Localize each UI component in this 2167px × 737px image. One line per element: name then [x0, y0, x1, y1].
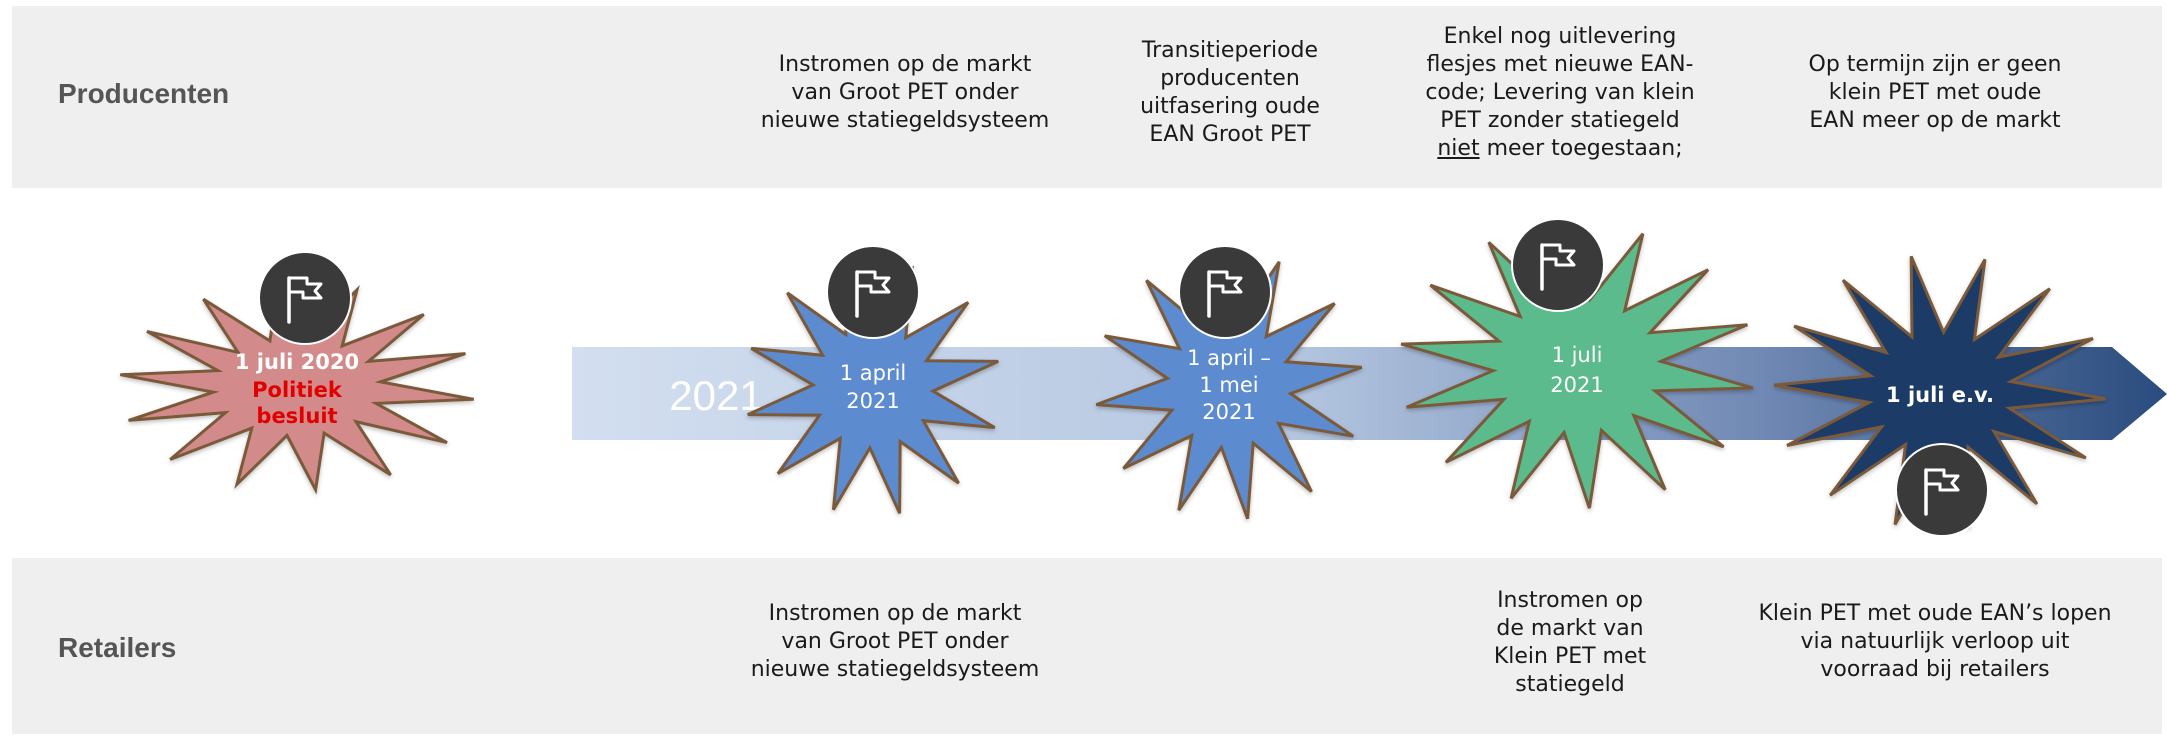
flag-icon [1178, 245, 1272, 339]
milestone-politiek-date: 1 juli 2020 [235, 350, 359, 374]
milestone-juli: 1 juli 2021 [1400, 223, 1754, 509]
retailers-note-april: Instromen op de markt van Groot PET onde… [750, 601, 1040, 682]
row-label-retailers: Retailers [58, 632, 177, 663]
milestone-april-date: 1 april [840, 361, 907, 385]
producenten-note-termijn: Op termijn zijn er geen klein PET met ou… [1808, 52, 2062, 133]
producenten-note-enkel-part2: meer toegestaan; [1479, 136, 1683, 161]
producenten-band [12, 6, 2162, 188]
retailers-note-ev: Klein PET met oude EAN’s lopen via natuu… [1758, 601, 2112, 682]
retailers-band [12, 558, 2162, 734]
producenten-note-enkel-underline: niet [1437, 136, 1480, 161]
milestone-juli-year: 2021 [1550, 373, 1603, 397]
milestone-ev-date: 1 juli e.v. [1886, 383, 1994, 407]
milestone-april-mei: 1 april – 1 mei 2021 [1095, 252, 1363, 520]
milestone-april-mei-line3: 2021 [1202, 400, 1255, 424]
milestone-april: 1 april 2021 [747, 262, 999, 514]
producenten-note-april: Instromen op de markt van Groot PET onde… [760, 52, 1050, 133]
producenten-note-enkel: Enkel nog uitlevering flesjes met nieuwe… [1400, 23, 1720, 163]
milestone-april-year: 2021 [846, 389, 899, 413]
flag-icon [826, 245, 920, 339]
producenten-note-enkel-part1: Enkel nog uitlevering flesjes met nieuwe… [1425, 24, 1695, 133]
retailers-note-juli: Instromen op de markt van Klein PET met … [1493, 588, 1647, 697]
milestone-politiek-subtitle: besluit [256, 404, 337, 428]
flag-icon [258, 251, 352, 345]
producenten-note-transitie: Transitieperiode producenten uitfasering… [1140, 38, 1320, 147]
timeline-year: 2021 [669, 372, 762, 419]
row-label-producenten: Producenten [58, 78, 230, 109]
milestone-april-mei-line1: 1 april – [1187, 346, 1271, 370]
milestone-politiek-title: Politiek [252, 378, 343, 402]
flag-icon [1511, 218, 1605, 312]
milestone-juli-date: 1 juli [1552, 343, 1603, 367]
milestone-politiek: 1 juli 2020 Politiek besluit [120, 279, 474, 495]
flag-icon [1895, 443, 1989, 537]
milestone-april-mei-line2: 1 mei [1199, 373, 1258, 397]
